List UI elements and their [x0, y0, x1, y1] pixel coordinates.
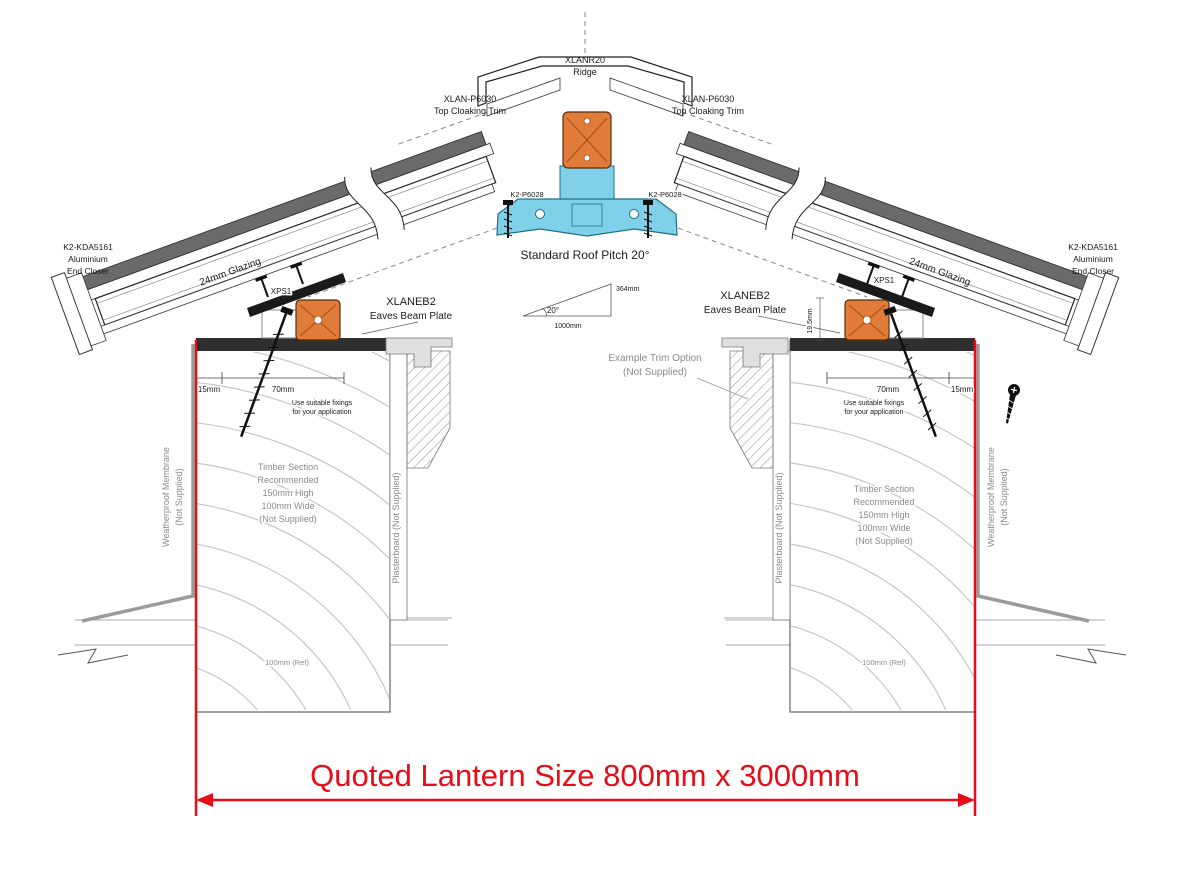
top-cloaking-code-left: XLAN-P6030 — [444, 94, 497, 104]
pitch-triangle — [522, 283, 612, 317]
structure-hatch-right — [729, 350, 774, 469]
trim-cap-left — [385, 337, 453, 368]
ridge-thermal-break-stem — [559, 165, 615, 201]
fixings-note-right-2: for your application — [844, 409, 903, 416]
eaves-assembly-left — [239, 261, 346, 438]
top-cloaking-name-right: Top Cloaking Trim — [672, 106, 744, 116]
arrowhead-left — [196, 793, 213, 807]
pitch-angle-label: 20° — [547, 306, 559, 315]
ridge-screw-left — [503, 200, 513, 238]
eaves-screw-small-right-1 — [901, 274, 916, 298]
eaves-top-flange-left — [247, 273, 346, 317]
quoted-size-dimension — [194, 340, 977, 816]
ridge-assembly — [477, 56, 693, 238]
pitch-rise-label: 364mm — [616, 286, 640, 293]
reference-dashed-lines — [307, 12, 868, 298]
leader-lines — [361, 315, 841, 400]
timber-note-left-3: 150mm High — [262, 488, 313, 498]
membrane-note-left-1: Weatherproof Membrane — [161, 447, 171, 547]
membrane-left — [81, 344, 195, 623]
pitch-run-label: 1000mm — [554, 323, 581, 330]
fixings-note-left-1: Use suitable fixings — [292, 400, 353, 407]
glazing-panel-left: 24mm Glazing — [50, 131, 497, 356]
break-marks — [57, 648, 1127, 664]
dim-15mm-left: 15mm — [198, 385, 221, 394]
timber-note-right-1: Timber Section — [854, 484, 914, 494]
eaves-screw-small-left-2 — [289, 261, 304, 285]
plasterboard-right — [721, 337, 791, 621]
end-closer-name-left: End Closer — [67, 266, 109, 276]
trim-option-line1: Example Trim Option — [608, 353, 701, 364]
ridge-screw-right — [643, 200, 653, 238]
structure-hatch-left — [406, 350, 451, 469]
glazing-panel-right: 24mm Glazing — [673, 131, 1120, 356]
break-band-right — [765, 167, 826, 240]
eaves-beam-code-right: XLANEB2 — [720, 290, 770, 302]
eaves-screw-small-left-1 — [254, 274, 269, 298]
eaves-fixing-screw-left — [239, 305, 294, 438]
end-closer-name-right: End Closer — [1072, 266, 1114, 276]
membrane-note-right-2: (Not Supplied) — [999, 468, 1009, 526]
timber-note-right-2: Recommended — [853, 497, 914, 507]
fixings-note-right-1: Use suitable fixings — [844, 400, 905, 407]
timber-left-body — [195, 339, 391, 713]
end-closer-code-left: K2-KDA5161 — [63, 242, 113, 252]
ridge-thermal-break-bar — [496, 198, 678, 237]
trim-option-line2: (Not Supplied) — [623, 367, 687, 378]
timber-note-left-1: Timber Section — [258, 462, 318, 472]
eaves-beam-name-left: Eaves Beam Plate — [370, 311, 453, 322]
membrane-note-right-1: Weatherproof Membrane — [986, 447, 996, 547]
ref-100mm-left: 100mm (Ref) — [265, 658, 309, 667]
quoted-lantern-size-label: Quoted Lantern Size 800mm x 3000mm — [310, 758, 860, 793]
timber-note-left-4: 100mm Wide — [261, 501, 314, 511]
eaves-top-flange-right — [836, 273, 935, 317]
eaves-beam-plate-left — [196, 338, 390, 351]
ref-100mm-right: 100mm (Ref) — [862, 658, 906, 667]
trim-cap-right — [721, 337, 789, 368]
plasterboard-note-left: Plasterboard (Not Supplied) — [391, 472, 401, 583]
ridge-name-label: Ridge — [573, 67, 597, 77]
loose-screw-icon — [1005, 384, 1020, 424]
top-cloaking-name-left: Top Cloaking Trim — [434, 106, 506, 116]
ridge-cap — [477, 56, 693, 107]
membrane-right — [976, 344, 1090, 623]
xps-label-right: XPS1 — [874, 276, 895, 285]
eaves-beam-code-left: XLANEB2 — [386, 296, 436, 308]
timber-note-right-5: (Not Supplied) — [855, 536, 913, 546]
plasterboard-note-right: Plasterboard (Not Supplied) — [774, 472, 784, 583]
end-closer-code-right: K2-KDA5161 — [1068, 242, 1118, 252]
top-cloaking-code-right: XLAN-P6030 — [682, 94, 735, 104]
end-closer-material-right: Aluminium — [1073, 254, 1113, 264]
eaves-fixing-screw-right — [883, 305, 938, 438]
timber-note-right-3: 150mm High — [858, 510, 909, 520]
membrane-note-left-2: (Not Supplied) — [174, 468, 184, 526]
timber-note-left-5: (Not Supplied) — [259, 514, 317, 524]
xps-label-left: XPS1 — [271, 287, 292, 296]
end-closer-material-left: Aluminium — [68, 254, 108, 264]
plasterboard-left — [385, 337, 453, 621]
ridge-fixing-label-right: K2-P6028 — [648, 190, 681, 199]
eaves-assembly-right — [836, 261, 938, 438]
ridge-code-label: XLANR20 — [565, 55, 605, 65]
dim-70mm-right: 70mm — [877, 385, 900, 394]
eaves-beam-plate-right — [790, 338, 975, 351]
dim-19-5mm-right: 19.5mm — [807, 308, 814, 333]
ridge-fixing-label-left: K2-P6028 — [510, 190, 543, 199]
timber-upstand-left — [195, 339, 391, 713]
timber-note-right-4: 100mm Wide — [857, 523, 910, 533]
eaves-beam-name-right: Eaves Beam Plate — [704, 305, 787, 316]
fixings-note-left-2: for your application — [292, 409, 351, 416]
arrowhead-right — [958, 793, 975, 807]
dim-15mm-right: 15mm — [951, 385, 974, 394]
roof-pitch-title: Standard Roof Pitch 20° — [521, 248, 650, 262]
labels: XLANR20 Ridge XLAN-P6030 Top Cloaking Tr… — [63, 55, 1118, 793]
dim-70mm-left: 70mm — [272, 385, 295, 394]
break-band-left — [344, 167, 405, 240]
eaves-screw-small-right-2 — [866, 261, 881, 285]
timber-note-left-2: Recommended — [257, 475, 318, 485]
